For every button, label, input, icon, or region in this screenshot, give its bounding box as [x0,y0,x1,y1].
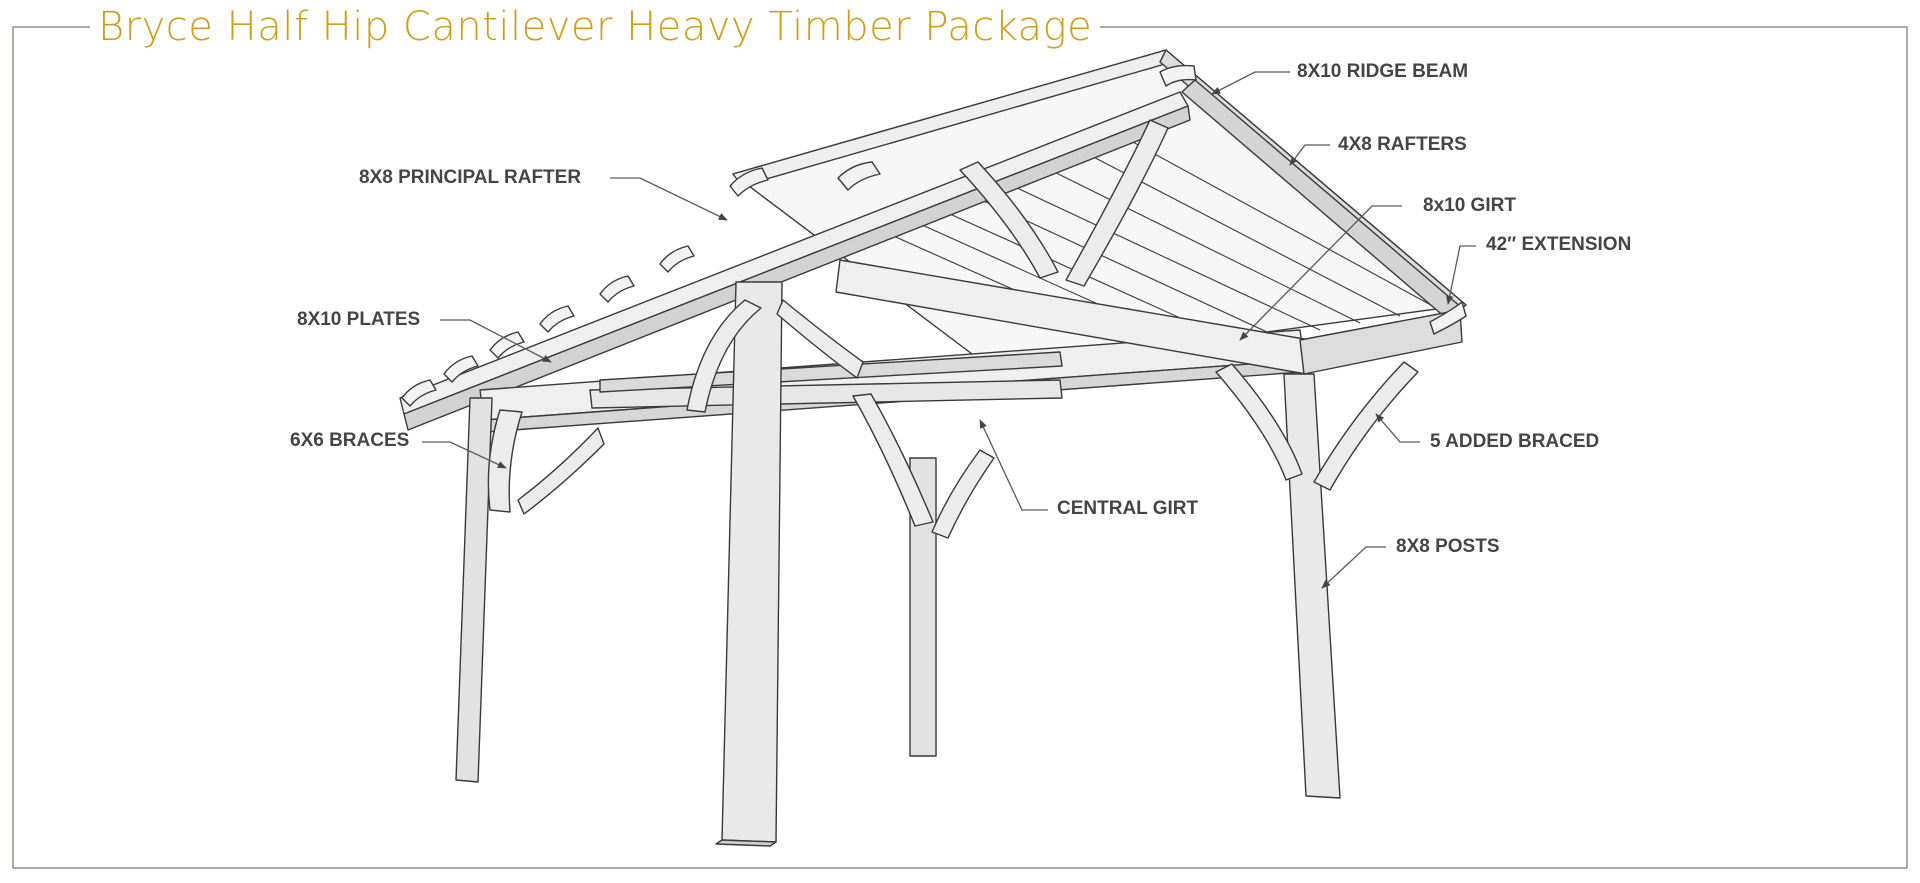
label-plates: 8X10 PLATES [297,309,421,330]
label-rafters: 4X8 RAFTERS [1338,134,1467,155]
leader-added-braced [1375,413,1420,443]
leader-posts [1321,546,1386,589]
leader-principal-rafter [610,177,728,221]
leader-central-girt [979,419,1048,511]
label-girt: 8x10 GIRT [1423,195,1516,216]
leader-ridge-beam [1211,71,1290,95]
label-added-braced: 5 ADDED BRACED [1430,431,1600,452]
leader-extension [1446,245,1476,305]
leader-rafters [1289,144,1330,166]
leader-braces [422,441,507,469]
leader-plates [440,319,552,363]
leader-girt [1239,205,1402,341]
label-braces: 6X6 BRACES [290,430,410,451]
pavilion-illustration [399,49,1467,847]
label-ridge-beam: 8X10 RIDGE BEAM [1297,61,1469,82]
leader-lines [422,71,1476,589]
label-extension: 42″ EXTENSION [1486,234,1632,255]
page-title: Bryce Half Hip Cantilever Heavy Timber P… [90,2,1101,52]
label-posts: 8X8 POSTS [1396,536,1500,557]
label-principal-rafter: 8X8 PRINCIPAL RAFTER [359,167,582,188]
label-central-girt: CENTRAL GIRT [1057,498,1199,519]
